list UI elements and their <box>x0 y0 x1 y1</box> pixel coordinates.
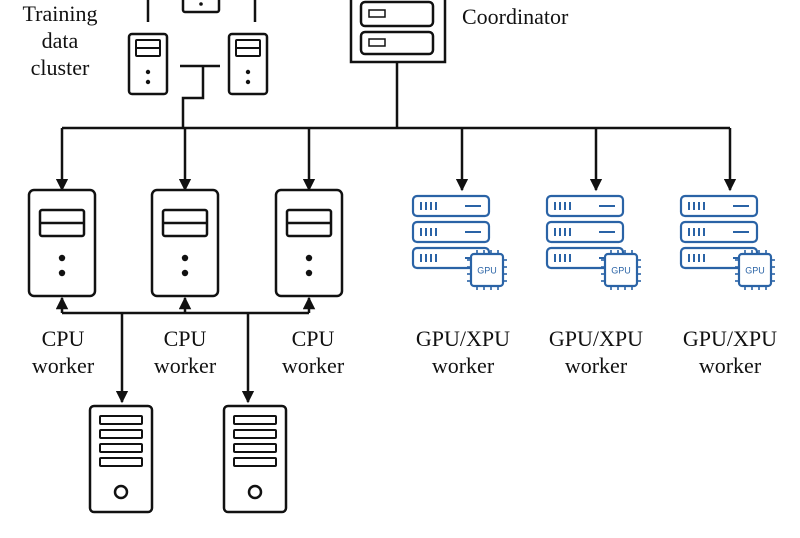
storage-server-icon <box>88 404 154 514</box>
tower-server-icon <box>150 188 220 298</box>
cpu-workers <box>27 188 344 298</box>
accelerator-worker-label-line: worker <box>564 353 628 378</box>
training-cluster-label-line: data <box>41 28 79 53</box>
connections <box>55 62 737 404</box>
tower-server-icon <box>274 188 344 298</box>
gpu-server-icon: GPU <box>411 194 507 290</box>
accelerator-worker-label: GPU/XPU worker <box>667 325 793 379</box>
accelerator-worker-label-line: worker <box>698 353 762 378</box>
accelerator-workers: GPU GPU GPU <box>411 194 775 290</box>
tower-server-icon <box>27 188 97 298</box>
gpu-server-icon: GPU <box>679 194 775 290</box>
cpu-worker-label: CPU worker <box>130 325 240 379</box>
cpu-worker-label: CPU worker <box>258 325 368 379</box>
accelerator-worker-label-line: GPU/XPU <box>548 326 644 351</box>
cpu-worker-label-line: CPU <box>291 326 335 351</box>
gpu-server-icon: GPU <box>545 194 641 290</box>
cluster-server-left <box>127 32 169 96</box>
rack-server-icon <box>349 0 447 64</box>
training-cluster-label-line: cluster <box>30 55 90 80</box>
cluster-link <box>181 66 205 128</box>
cpu-worker-label-line: worker <box>281 353 345 378</box>
coordinator-label: Coordinator <box>462 4 569 29</box>
cluster-server-top <box>181 0 221 14</box>
training-cluster-label: Training data cluster <box>12 0 108 81</box>
training-cluster <box>127 0 269 96</box>
cpu-worker-label-line: worker <box>153 353 217 378</box>
accelerator-worker-label-line: GPU/XPU <box>415 326 511 351</box>
cpu-worker-label: CPU worker <box>8 325 118 379</box>
chip-label: GPU <box>611 266 631 276</box>
chip-label: GPU <box>477 266 497 276</box>
accelerator-worker-label-line: GPU/XPU <box>682 326 778 351</box>
accelerator-worker-label: GPU/XPU worker <box>533 325 659 379</box>
cpu-worker-label-line: CPU <box>163 326 207 351</box>
cpu-worker-label-line: worker <box>31 353 95 378</box>
storage-server-icon <box>222 404 288 514</box>
training-cluster-label-line: Training <box>22 1 98 26</box>
cpu-worker-label-line: CPU <box>41 326 85 351</box>
storage-servers <box>88 404 288 514</box>
cluster-server-right <box>227 32 269 96</box>
chip-label: GPU <box>745 266 765 276</box>
accelerator-worker-label: GPU/XPU worker <box>400 325 526 379</box>
accelerator-worker-label-line: worker <box>431 353 495 378</box>
